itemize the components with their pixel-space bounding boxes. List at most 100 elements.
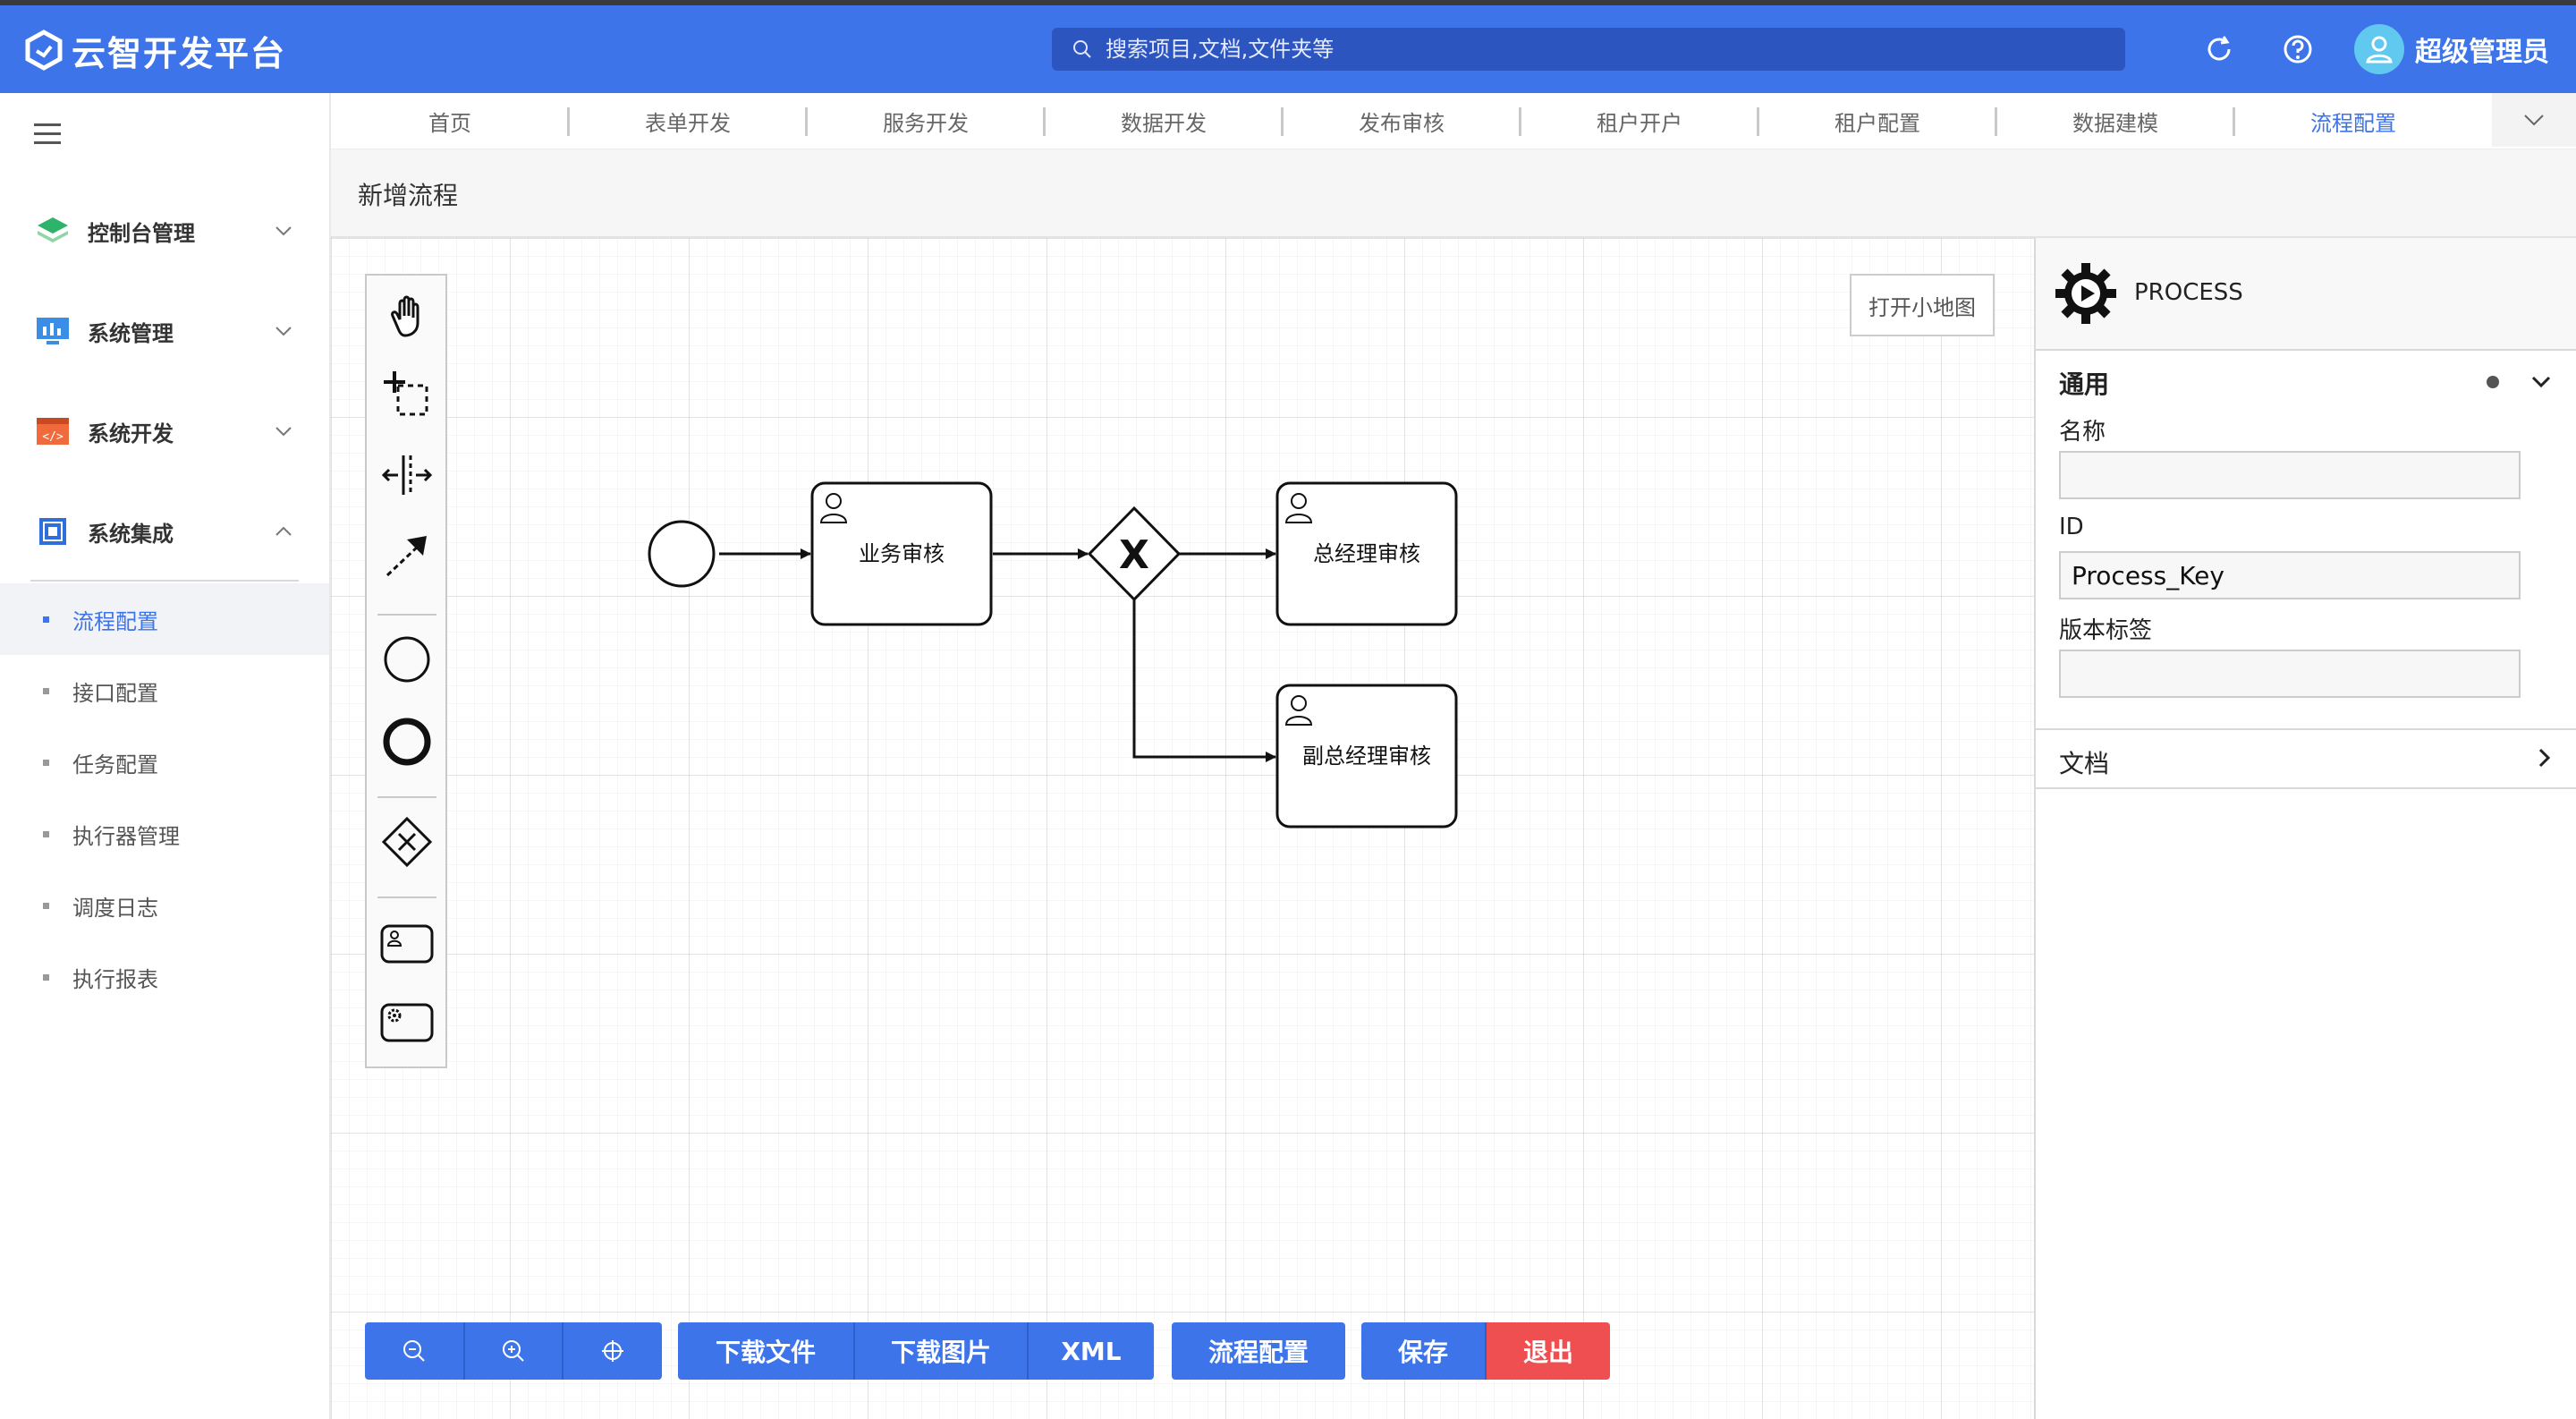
app-logo[interactable]: 云智开发平台 bbox=[23, 29, 286, 73]
tab-separator bbox=[1281, 107, 1284, 136]
task-label: 总经理审核 bbox=[1313, 542, 1420, 566]
hand-tool[interactable] bbox=[377, 286, 436, 345]
tab-process-config[interactable]: 流程配置 bbox=[2310, 110, 2396, 136]
chip-icon bbox=[39, 518, 66, 545]
create-end-event[interactable] bbox=[377, 712, 436, 771]
sidebar-subitem-process-config[interactable]: 流程配置 bbox=[0, 583, 329, 655]
tab-release-review[interactable]: 发布审核 bbox=[1359, 110, 1445, 136]
service-task-icon bbox=[380, 1003, 434, 1042]
sidebar-subitem-label: 执行报表 bbox=[72, 966, 158, 992]
version-tag-input[interactable] bbox=[2059, 650, 2521, 698]
fit-view-button[interactable] bbox=[562, 1322, 662, 1380]
layers-icon bbox=[38, 217, 68, 242]
search-icon bbox=[1073, 40, 1091, 58]
user-icon bbox=[819, 493, 848, 523]
sidebar-item-label: 系统集成 bbox=[88, 521, 174, 547]
top-header: 云智开发平台 超级管理员 bbox=[0, 5, 2576, 93]
tab-home[interactable]: 首页 bbox=[428, 110, 471, 136]
download-file-button[interactable]: 下载文件 bbox=[678, 1322, 853, 1380]
window-top-strip bbox=[0, 0, 2576, 5]
name-label: 名称 bbox=[2059, 419, 2106, 446]
tab-tenant-config[interactable]: 租户配置 bbox=[1835, 110, 1920, 136]
chevron-down-icon bbox=[275, 226, 292, 236]
lasso-tool[interactable] bbox=[377, 365, 436, 424]
sidebar-subitem-label: 执行器管理 bbox=[72, 823, 180, 849]
zoom-in-icon bbox=[503, 1340, 524, 1362]
svg-text:</>: </> bbox=[42, 430, 64, 444]
sequence-flow[interactable] bbox=[1132, 599, 1276, 762]
sidebar-subitem-executor-manage[interactable]: 执行器管理 bbox=[0, 798, 329, 870]
gateway-mark: X bbox=[1119, 532, 1149, 578]
sidebar-subitem-task-config[interactable]: 任务配置 bbox=[0, 726, 329, 798]
id-input[interactable] bbox=[2059, 551, 2521, 599]
user-icon bbox=[1284, 493, 1313, 523]
tab-form-dev[interactable]: 表单开发 bbox=[645, 110, 731, 136]
search-input[interactable] bbox=[1104, 36, 2091, 63]
general-section-title[interactable]: 通用 bbox=[2059, 370, 2110, 399]
global-connect-tool[interactable] bbox=[377, 526, 436, 585]
chevron-down-icon bbox=[275, 427, 292, 437]
create-exclusive-gateway[interactable] bbox=[377, 812, 436, 871]
exit-button[interactable]: 退出 bbox=[1485, 1322, 1610, 1380]
tab-separator bbox=[1043, 107, 1046, 136]
sidebar-item-system-manage[interactable]: 系统管理 bbox=[0, 304, 329, 358]
sidebar-subitem-schedule-log[interactable]: 调度日志 bbox=[0, 870, 329, 941]
zoom-in-button[interactable] bbox=[463, 1322, 562, 1380]
refresh-icon[interactable] bbox=[2202, 32, 2236, 66]
xml-button[interactable]: XML bbox=[1027, 1322, 1154, 1380]
task-label: 业务审核 bbox=[859, 542, 945, 566]
sidebar-item-system-dev[interactable]: </> 系统开发 bbox=[0, 404, 329, 458]
save-button[interactable]: 保存 bbox=[1361, 1322, 1485, 1380]
tab-more-button[interactable] bbox=[2492, 93, 2576, 147]
cube-logo-icon bbox=[25, 30, 63, 71]
sidebar-subitem-label: 调度日志 bbox=[72, 895, 158, 921]
download-image-button[interactable]: 下载图片 bbox=[853, 1322, 1027, 1380]
name-input[interactable] bbox=[2059, 451, 2521, 499]
page-header: 新增流程 bbox=[331, 149, 2576, 238]
sidebar-subitem-exec-report[interactable]: 执行报表 bbox=[0, 941, 329, 1013]
chevron-down-icon[interactable] bbox=[2529, 370, 2553, 394]
sidebar-item-system-integration[interactable]: 系统集成 bbox=[0, 505, 329, 558]
global-search[interactable] bbox=[1052, 28, 2125, 71]
exclusive-gateway[interactable]: X bbox=[1087, 506, 1182, 602]
sidebar-subitem-label: 任务配置 bbox=[72, 752, 158, 777]
element-type-label: PROCESS bbox=[2134, 279, 2243, 306]
chevron-right-icon[interactable] bbox=[2533, 746, 2556, 769]
gateway-icon bbox=[381, 816, 433, 868]
open-minimap-button[interactable]: 打开小地图 bbox=[1850, 274, 1995, 336]
tab-tenant-open[interactable]: 租户开户 bbox=[1597, 110, 1682, 136]
create-service-task[interactable] bbox=[377, 993, 436, 1052]
sidebar-subitem-api-config[interactable]: 接口配置 bbox=[0, 655, 329, 726]
sidebar-subitem-label: 流程配置 bbox=[72, 608, 158, 634]
space-tool-icon bbox=[381, 455, 433, 495]
bullet-icon bbox=[43, 759, 49, 766]
help-icon[interactable] bbox=[2281, 32, 2315, 66]
tab-data-dev[interactable]: 数据开发 bbox=[1121, 110, 1207, 136]
process-config-button[interactable]: 流程配置 bbox=[1172, 1322, 1345, 1380]
user-icon bbox=[2366, 36, 2393, 64]
create-start-event[interactable] bbox=[377, 630, 436, 689]
page-title: 新增流程 bbox=[358, 181, 459, 210]
user-task[interactable]: 总经理审核 bbox=[1275, 481, 1458, 626]
bullet-icon bbox=[43, 830, 49, 837]
tab-data-modeling[interactable]: 数据建模 bbox=[2072, 110, 2158, 136]
start-event[interactable] bbox=[648, 520, 716, 588]
documentation-section-title[interactable]: 文档 bbox=[2059, 749, 2110, 778]
user-menu[interactable]: 超级管理员 bbox=[2354, 23, 2549, 75]
tool-palette bbox=[365, 274, 447, 1068]
menu-toggle-icon[interactable] bbox=[34, 123, 61, 147]
section-divider bbox=[2036, 728, 2576, 730]
create-user-task[interactable] bbox=[377, 914, 436, 973]
tab-service-dev[interactable]: 服务开发 bbox=[883, 110, 969, 136]
tab-separator bbox=[567, 107, 570, 136]
sidebar-item-console[interactable]: 控制台管理 bbox=[0, 204, 329, 258]
task-label: 副总经理审核 bbox=[1302, 744, 1431, 769]
user-task[interactable]: 副总经理审核 bbox=[1275, 684, 1458, 828]
user-task[interactable]: 业务审核 bbox=[810, 481, 993, 626]
bpmn-canvas[interactable]: 业务审核 X 总经理审核 副总经理审核 bbox=[331, 238, 2034, 1419]
zoom-controls bbox=[365, 1322, 662, 1380]
user-icon bbox=[1284, 695, 1313, 726]
zoom-out-button[interactable] bbox=[365, 1322, 463, 1380]
tab-separator bbox=[1995, 107, 1997, 136]
space-tool[interactable] bbox=[377, 446, 436, 505]
